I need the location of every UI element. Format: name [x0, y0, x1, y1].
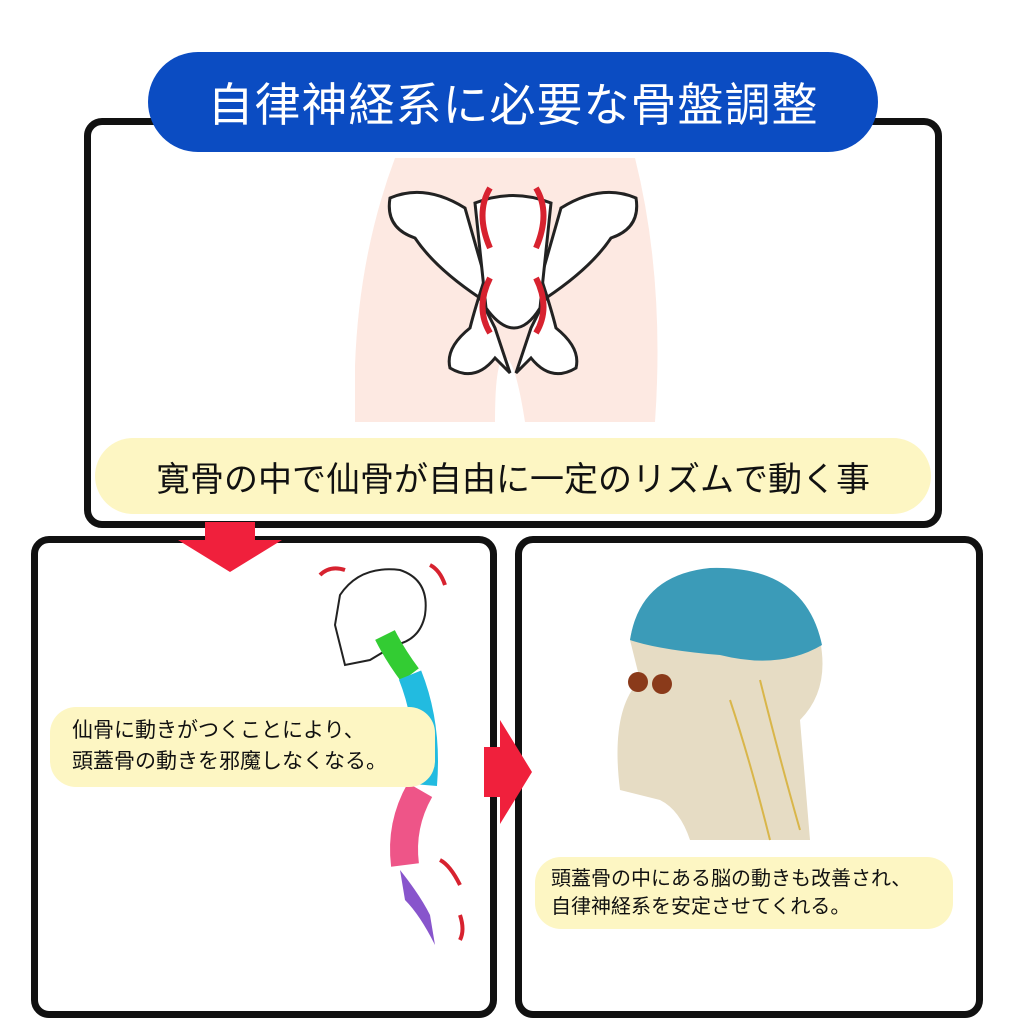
spine-caption: 仙骨に動きがつくことにより、 頭蓋骨の動きを邪魔しなくなる。: [50, 707, 435, 787]
head-brain-illustration: [617, 567, 823, 841]
pelvis-illustration: [355, 158, 658, 422]
page-title: 自律神経系に必要な骨盤調整: [148, 52, 878, 152]
caption-line: 自律神経系を安定させてくれる。: [551, 894, 851, 918]
right-arrow-icon: [484, 720, 532, 824]
brain-caption: 頭蓋骨の中にある脳の動きも改善され、 自律神経系を安定させてくれる。: [535, 857, 953, 929]
caption-line: 仙骨に動きがつくことにより、: [72, 718, 365, 742]
caption-line: 頭蓋骨の中にある脳の動きも改善され、: [551, 866, 912, 890]
caption-line: 頭蓋骨の動きを邪魔しなくなる。: [72, 749, 387, 773]
pelvis-caption: 寛骨の中で仙骨が自由に一定のリズムで動く事: [95, 438, 931, 514]
down-arrow-icon: [178, 522, 282, 572]
